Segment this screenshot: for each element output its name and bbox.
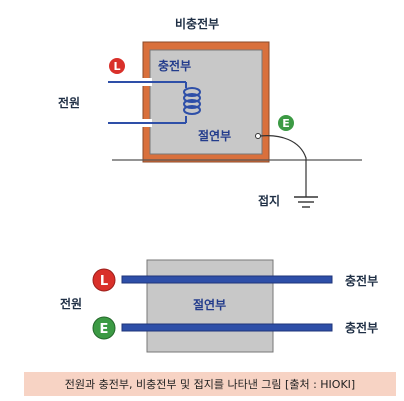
top-live-part-label: 충전부 <box>158 58 191 73</box>
bottom-live-label-bottom: 충전부 <box>345 320 378 335</box>
bottom-earth-badge-icon <box>92 316 116 340</box>
bottom-live-badge-icon <box>92 268 116 292</box>
bottom-badge-l: L <box>100 274 108 289</box>
top-title-non-live-part: 비충전부 <box>175 16 219 31</box>
bottom-live-label-top: 충전부 <box>345 273 378 288</box>
top-live-badge-icon <box>109 58 125 74</box>
top-insulation-label: 절연부 <box>198 128 231 143</box>
ground-terminal <box>255 133 261 139</box>
ground-symbol-icon <box>294 196 318 208</box>
ground-wire <box>259 135 307 197</box>
top-badge-l: L <box>113 60 120 73</box>
coil-icon <box>183 87 201 115</box>
figure-caption: 전원과 충전부, 비충전부 및 접지를 나타낸 그림 [출처 : HIOKI] <box>24 372 396 396</box>
top-badge-e: E <box>282 117 290 130</box>
top-power-label: 전원 <box>58 95 80 110</box>
bottom-conductor-top <box>121 275 333 284</box>
ground-label: 접지 <box>258 193 280 208</box>
bottom-power-label: 전원 <box>60 296 82 311</box>
bottom-badge-e: E <box>100 322 109 337</box>
bottom-insulation-box <box>146 259 274 353</box>
bottom-insulation-label: 절연부 <box>193 297 226 312</box>
bottom-conductor-bottom <box>121 323 333 332</box>
top-earth-badge-icon <box>278 115 294 131</box>
live-part-area <box>149 49 263 155</box>
